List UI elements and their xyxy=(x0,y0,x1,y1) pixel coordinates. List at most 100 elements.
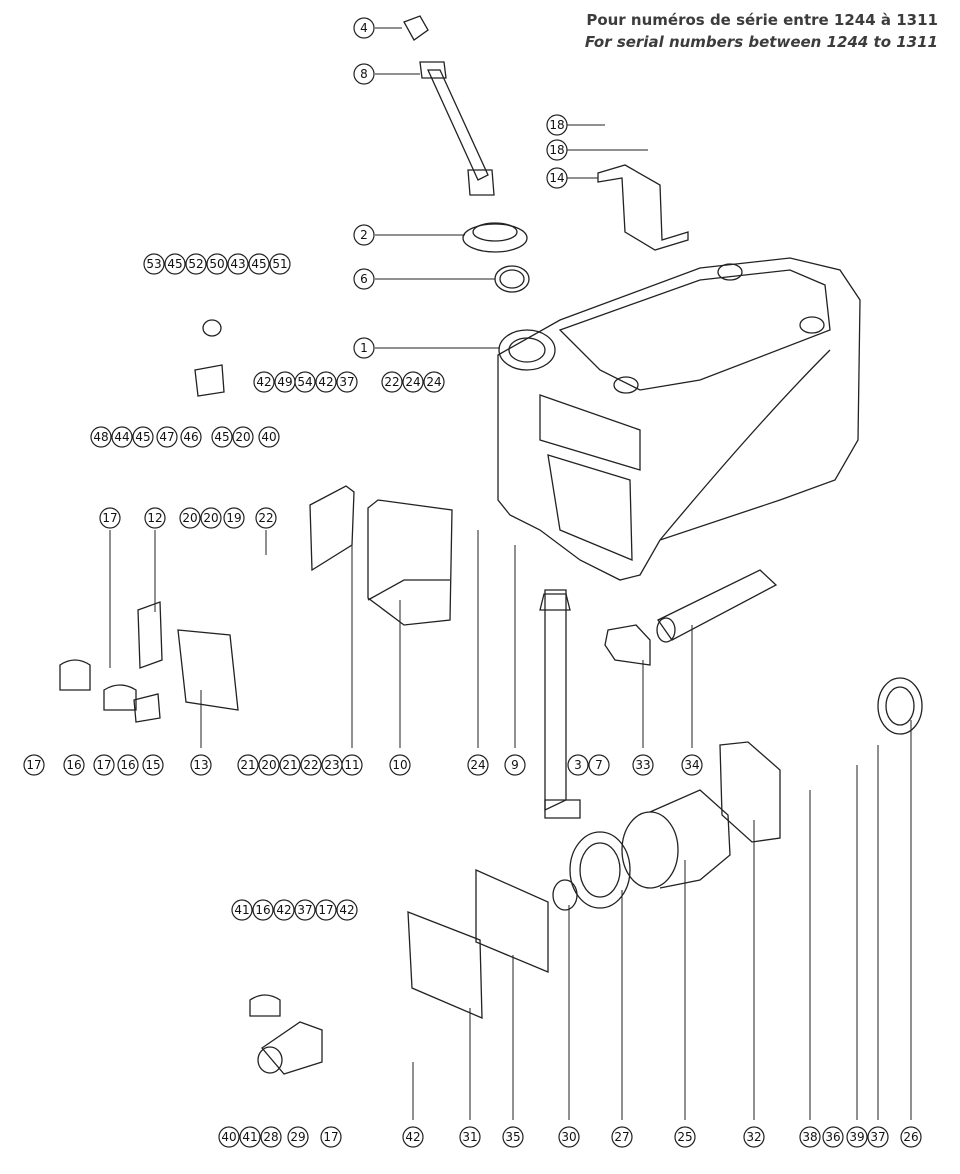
callout: 40 xyxy=(258,426,280,448)
svg-text:52: 52 xyxy=(188,257,203,271)
callout: 29 xyxy=(287,1126,309,1148)
callout: 32 xyxy=(743,1126,765,1148)
callout: 46 xyxy=(180,426,202,448)
svg-text:18: 18 xyxy=(549,143,564,157)
callout: 9 xyxy=(504,754,526,776)
callout: 54 xyxy=(294,371,316,393)
svg-text:7: 7 xyxy=(595,758,603,772)
callout: 10 xyxy=(389,754,411,776)
callout: 28 xyxy=(260,1126,282,1148)
svg-text:22: 22 xyxy=(258,511,273,525)
svg-text:37: 37 xyxy=(297,903,312,917)
callout: 43 xyxy=(227,253,249,275)
svg-text:17: 17 xyxy=(102,511,117,525)
callout: 37 xyxy=(336,371,358,393)
svg-text:23: 23 xyxy=(324,758,339,772)
svg-text:30: 30 xyxy=(561,1130,576,1144)
svg-text:10: 10 xyxy=(392,758,407,772)
callout: 8 xyxy=(353,63,375,85)
svg-text:40: 40 xyxy=(221,1130,236,1144)
svg-text:38: 38 xyxy=(802,1130,817,1144)
svg-text:54: 54 xyxy=(297,375,312,389)
callout: 50 xyxy=(206,253,228,275)
svg-text:45: 45 xyxy=(214,430,229,444)
callout: 42 xyxy=(336,899,358,921)
callout: 51 xyxy=(269,253,291,275)
callout: 42 xyxy=(253,371,275,393)
svg-text:46: 46 xyxy=(183,430,198,444)
svg-text:41: 41 xyxy=(242,1130,257,1144)
callout: 20 xyxy=(232,426,254,448)
callout: 42 xyxy=(273,899,295,921)
callout: 17 xyxy=(315,899,337,921)
callout: 42 xyxy=(402,1126,424,1148)
callout: 24 xyxy=(423,371,445,393)
callout: 33 xyxy=(632,754,654,776)
svg-text:4: 4 xyxy=(360,21,368,35)
svg-text:45: 45 xyxy=(167,257,182,271)
mounting-bracket-top xyxy=(597,164,689,251)
callout: 53 xyxy=(143,253,165,275)
callout: 27 xyxy=(611,1126,633,1148)
callout: 52 xyxy=(185,253,207,275)
callout: 48 xyxy=(90,426,112,448)
svg-text:15: 15 xyxy=(145,758,160,772)
svg-text:17: 17 xyxy=(323,1130,338,1144)
callout: 36 xyxy=(822,1126,844,1148)
vacuum-motor xyxy=(552,789,731,911)
svg-text:42: 42 xyxy=(339,903,354,917)
svg-text:47: 47 xyxy=(159,430,174,444)
callout: 44 xyxy=(111,426,133,448)
callout: 20 xyxy=(200,507,222,529)
svg-text:36: 36 xyxy=(825,1130,840,1144)
svg-text:22: 22 xyxy=(303,758,318,772)
svg-text:39: 39 xyxy=(849,1130,864,1144)
svg-text:13: 13 xyxy=(193,758,208,772)
callout: 26 xyxy=(900,1126,922,1148)
svg-text:19: 19 xyxy=(226,511,241,525)
brackets-left xyxy=(59,319,453,723)
callout: 20 xyxy=(179,507,201,529)
callout: 18 xyxy=(546,114,568,136)
callout: 39 xyxy=(846,1126,868,1148)
drain-hose-upper xyxy=(403,15,495,196)
svg-text:33: 33 xyxy=(635,758,650,772)
callout: 17 xyxy=(99,507,121,529)
callout: 24 xyxy=(402,371,424,393)
callout: 4 xyxy=(353,17,375,39)
callout: 3 xyxy=(567,754,589,776)
callout: 1 xyxy=(353,337,375,359)
callout: 40 xyxy=(218,1126,240,1148)
serial-range-note-english: For serial numbers between 1244 to 1311 xyxy=(584,33,938,51)
svg-text:51: 51 xyxy=(272,257,287,271)
svg-text:34: 34 xyxy=(684,758,699,772)
svg-text:31: 31 xyxy=(462,1130,477,1144)
callout: 42 xyxy=(315,371,337,393)
callout: 41 xyxy=(239,1126,261,1148)
tank-body xyxy=(497,257,861,581)
svg-text:35: 35 xyxy=(505,1130,520,1144)
svg-text:20: 20 xyxy=(261,758,276,772)
callout: 37 xyxy=(867,1126,889,1148)
callout: 12 xyxy=(144,507,166,529)
svg-text:37: 37 xyxy=(870,1130,885,1144)
svg-text:20: 20 xyxy=(235,430,250,444)
callout: 18 xyxy=(546,139,568,161)
svg-text:40: 40 xyxy=(261,430,276,444)
svg-text:42: 42 xyxy=(318,375,333,389)
callout: 24 xyxy=(467,754,489,776)
svg-text:41: 41 xyxy=(234,903,249,917)
svg-text:14: 14 xyxy=(549,171,564,185)
callout: 15 xyxy=(142,754,164,776)
svg-text:17: 17 xyxy=(26,758,41,772)
svg-text:53: 53 xyxy=(146,257,161,271)
elbow-and-filter xyxy=(604,569,778,666)
callout: 45 xyxy=(132,426,154,448)
callout: 6 xyxy=(353,268,375,290)
svg-text:24: 24 xyxy=(470,758,485,772)
gasket-plate-right xyxy=(719,677,923,843)
svg-text:32: 32 xyxy=(746,1130,761,1144)
svg-text:29: 29 xyxy=(290,1130,305,1144)
svg-text:20: 20 xyxy=(182,511,197,525)
